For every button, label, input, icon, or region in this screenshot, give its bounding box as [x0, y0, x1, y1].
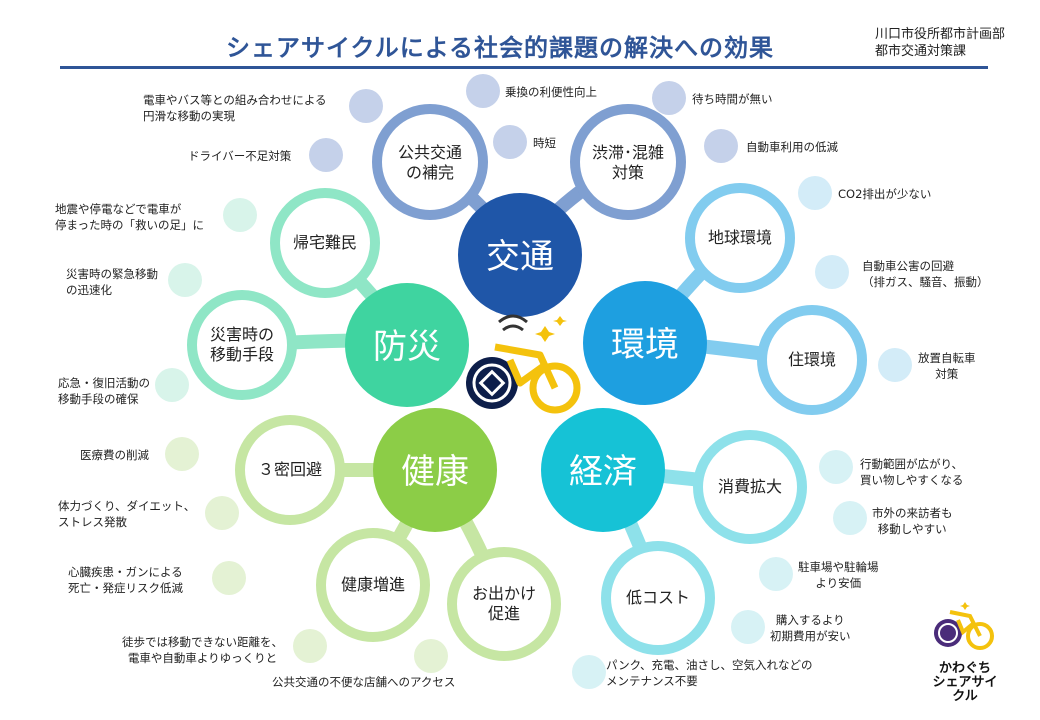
sub-topic-rings — [187, 104, 867, 661]
note-car-reduce: 自動車利用の低減 — [746, 140, 838, 154]
hub-health — [373, 408, 497, 532]
hubs: 交通 防災 環境 健康 経済 — [345, 193, 707, 532]
hub-environment-label: 環境 — [611, 325, 679, 365]
note-shops: 公共交通の不便な店舗へのアクセス — [272, 675, 456, 689]
hub-traffic-label: 交通 — [486, 237, 554, 277]
ring-disaster-move — [187, 290, 297, 400]
note-emergency: 災害時の緊急移動 の迅速化 — [66, 267, 158, 297]
note-transfer: 乗換の利便性向上 — [505, 85, 597, 99]
hub-disaster — [345, 283, 469, 407]
sub-low-cost: 低コスト — [625, 588, 690, 607]
note-earthquake: 地震や停電などで電車が 停まった時の「救いの足」に — [55, 202, 205, 232]
note-maintenance: パンク、充電、油さし、空気入れなどの メンテナンス不要 — [606, 658, 813, 688]
note-train-bus: 電車やバス等との組み合わせによる 円滑な移動の実現 — [143, 93, 327, 123]
page-title: シェアサイクルによる社会的課題の解決への効果 — [225, 34, 775, 62]
note-parking-fee: 駐車場や駐輪場 より安価 — [798, 560, 879, 590]
ring-public-transport — [372, 104, 488, 220]
share-cycle-logo — [934, 602, 994, 650]
note-walk: 徒歩では移動できない距離を、 電車や自動車よりゆっくりと — [122, 635, 283, 665]
note-co2: CO2排出が少ない — [838, 187, 932, 201]
sub-return-home: 帰宅難民 — [292, 233, 357, 252]
note-time-saving: 時短 — [533, 136, 556, 150]
note-disease: 心臓疾患・ガンによる 死亡・発症リスク低減 — [68, 565, 183, 595]
hub-environment — [583, 281, 707, 405]
hub-disaster-label: 防災 — [373, 327, 441, 367]
note-dots — [155, 74, 912, 689]
note-purchase: 購入するより 初期費用が安い — [770, 613, 851, 643]
sub-consumption: 消費拡大 — [717, 477, 782, 496]
note-range: 行動範囲が広がり、 買い物しやすくなる — [860, 457, 964, 487]
sub-outing: お出かけ 促進 — [471, 584, 536, 623]
ring-consumption — [693, 430, 807, 544]
share-cycle-logo-text: かわぐち シェアサイクル — [932, 661, 998, 704]
ring-avoid-3c — [235, 415, 345, 525]
sub-living-env: 住環境 — [787, 350, 836, 369]
department-label: 川口市役所都市計画部 都市交通対策課 — [875, 27, 1006, 59]
sub-health-up: 健康増進 — [340, 575, 405, 594]
note-pollution: 自動車公害の回避 （排ガス、騒音、振動） — [862, 259, 989, 289]
sub-avoid-3c: ３密回避 — [257, 460, 322, 479]
ring-health-up — [316, 528, 430, 642]
sub-global-env: 地球環境 — [707, 228, 772, 247]
ring-living-env — [757, 305, 867, 415]
note-medical: 医療費の削減 — [80, 448, 149, 462]
sub-public-transport: 公共交通 の補完 — [397, 143, 462, 182]
note-driver: ドライバー不足対策 — [188, 149, 292, 163]
note-visitors: 市外の来訪者も 移動しやすい — [872, 506, 953, 536]
sub-disaster-move: 災害時の 移動手段 — [209, 325, 274, 364]
hub-health-label: 健康 — [401, 452, 469, 492]
ring-return-home — [270, 188, 380, 298]
note-recovery: 応急・復旧活動の 移動手段の確保 — [58, 376, 150, 406]
note-parking: 放置自転車 対策 — [918, 351, 976, 381]
sub-congestion: 渋滞･混雑 対策 — [591, 143, 664, 182]
hub-traffic — [458, 193, 582, 317]
note-fitness: 体力づくり、ダイエット、 ストレス発散 — [58, 499, 196, 529]
bike-emblem-icon — [466, 314, 581, 414]
ring-global-env — [685, 183, 795, 293]
ring-outing — [447, 547, 561, 661]
title-underline — [60, 66, 988, 69]
note-no-wait: 待ち時間が無い — [692, 92, 773, 106]
hub-economy — [541, 408, 665, 532]
hub-economy-label: 経済 — [569, 452, 637, 492]
ring-low-cost — [601, 541, 715, 655]
ring-congestion — [570, 104, 686, 220]
